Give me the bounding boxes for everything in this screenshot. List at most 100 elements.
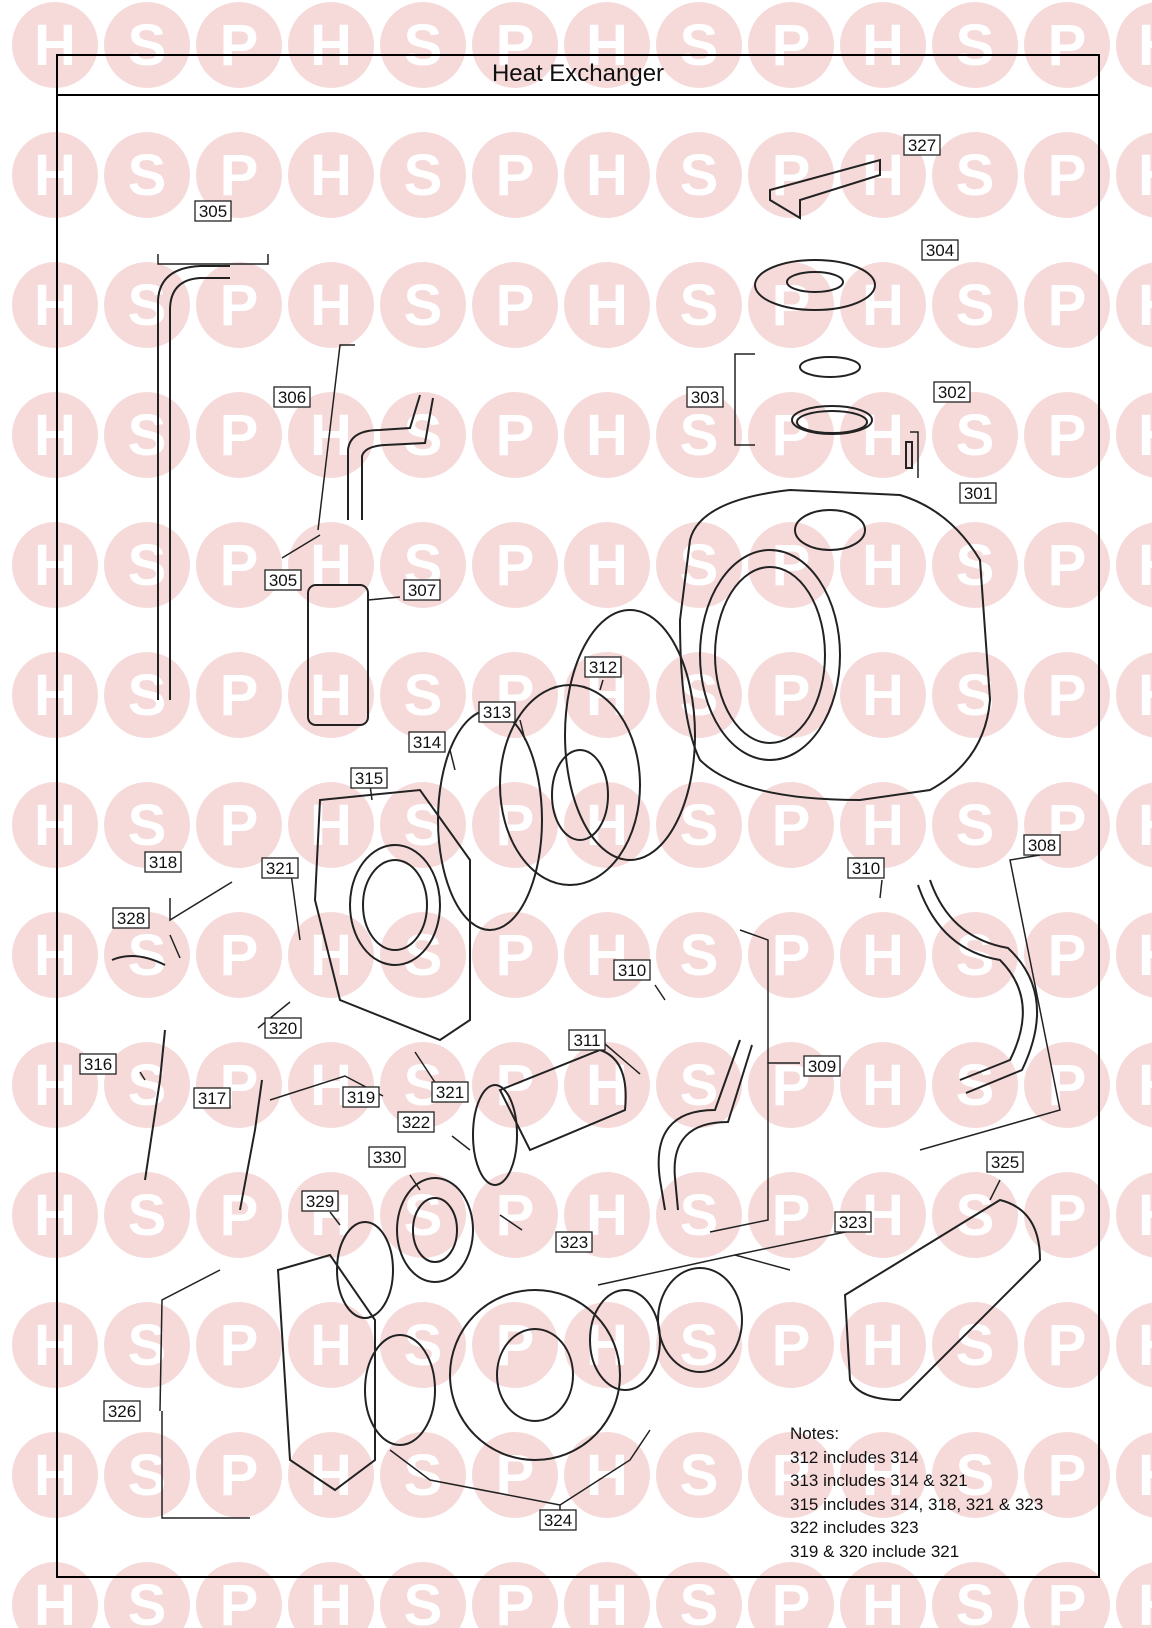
callout-329: 329	[301, 1190, 339, 1212]
watermark-circle	[472, 2, 558, 88]
callout-number: 305	[269, 571, 297, 590]
watermark-letter: H	[586, 1183, 628, 1248]
watermark-circle	[104, 652, 190, 738]
watermark-circle	[748, 522, 834, 608]
watermark-letter: P	[496, 533, 535, 598]
watermark-letter: P	[220, 1183, 259, 1248]
watermark-circle	[104, 1432, 190, 1518]
watermark-circle	[196, 782, 282, 868]
watermark-circle	[748, 912, 834, 998]
watermark-letter: P	[1048, 13, 1087, 78]
watermark-circle	[564, 262, 650, 348]
watermark-circle	[1116, 522, 1152, 608]
watermark-circle	[104, 912, 190, 998]
watermark-letter: P	[220, 1573, 259, 1628]
watermark-circle	[1116, 912, 1152, 998]
leader-lines	[139, 254, 1061, 1522]
watermark-letter: S	[404, 273, 443, 338]
part-313-insulation	[499, 684, 641, 886]
watermark-letter: S	[404, 1183, 443, 1248]
watermark-circle	[288, 262, 374, 348]
part-323-gasket	[472, 1084, 518, 1186]
callout-310: 310	[613, 959, 651, 981]
watermark-circle	[104, 392, 190, 478]
watermark-letter: H	[862, 1053, 904, 1118]
watermark-letter: P	[772, 1313, 811, 1378]
watermark-letter: S	[956, 273, 995, 338]
watermark-letter: S	[680, 923, 719, 988]
watermark-letter: P	[772, 403, 811, 468]
callout-301: 301	[959, 482, 997, 504]
watermark-letter: S	[128, 1313, 167, 1378]
watermark-letter: S	[680, 403, 719, 468]
watermark-circle	[380, 2, 466, 88]
part-316-electrode	[144, 1029, 166, 1181]
watermark-circle	[104, 1172, 190, 1258]
callout-302: 302	[933, 381, 971, 403]
notes-line: 315 includes 314, 318, 321 & 323	[790, 1494, 1044, 1514]
watermark-circle	[12, 262, 98, 348]
watermark-letter: H	[862, 923, 904, 988]
watermark-circle	[564, 522, 650, 608]
callout-number: 311	[573, 1031, 600, 1050]
callout-box	[568, 1029, 606, 1051]
watermark-circle	[932, 2, 1018, 88]
watermark-letter: S	[404, 793, 443, 858]
watermark-circle	[472, 782, 558, 868]
watermark-letter: S	[404, 923, 443, 988]
watermark-circle	[1024, 392, 1110, 478]
watermark-circle	[288, 912, 374, 998]
watermark-circle	[12, 1042, 98, 1128]
callout-number: 315	[355, 769, 383, 788]
watermark-letter: P	[496, 1053, 535, 1118]
callout-number: 308	[1028, 836, 1056, 855]
callout-327: 327	[903, 134, 941, 156]
watermark-letter: S	[680, 143, 719, 208]
watermark-circle	[1024, 1302, 1110, 1388]
watermark-circle	[1116, 1432, 1152, 1518]
watermark-circle	[472, 1562, 558, 1628]
callout-316: 316	[79, 1053, 117, 1075]
callout-number: 303	[691, 388, 719, 407]
callout-box	[431, 1081, 469, 1103]
watermark-circle	[380, 262, 466, 348]
watermark-letter: H	[1138, 793, 1152, 858]
watermark-circle	[564, 782, 650, 868]
watermark-circle	[656, 1042, 742, 1128]
watermark-letter: P	[1048, 533, 1087, 598]
callout-324: 324	[539, 1509, 577, 1531]
watermark-circle	[748, 2, 834, 88]
callout-number: 328	[117, 909, 145, 928]
callout-box	[847, 857, 885, 879]
watermark-letter: S	[404, 143, 443, 208]
watermark-circle	[472, 132, 558, 218]
watermark-letter: S	[128, 793, 167, 858]
watermark-circle	[932, 1042, 1018, 1128]
watermark-circle	[932, 782, 1018, 868]
watermark-circle	[196, 392, 282, 478]
callout-number: 329	[306, 1192, 334, 1211]
watermark-letter: P	[1048, 1443, 1087, 1508]
callout-box	[834, 1211, 872, 1233]
watermark-letter: H	[1138, 13, 1152, 78]
callout-323: 323	[555, 1231, 593, 1253]
callout-box	[613, 959, 651, 981]
watermark-letter: S	[404, 13, 443, 78]
watermark-letter: P	[220, 273, 259, 338]
callout-number: 301	[964, 484, 992, 503]
watermark-circle	[196, 652, 282, 738]
watermark-letter: P	[220, 143, 259, 208]
watermark-circle	[656, 522, 742, 608]
watermark-circle	[196, 1302, 282, 1388]
callout-box	[264, 569, 302, 591]
watermark-circle	[288, 1302, 374, 1388]
watermark-letter: S	[128, 403, 167, 468]
watermark-letter: S	[128, 1573, 167, 1628]
watermark-letter: P	[1048, 143, 1087, 208]
watermark-circle	[748, 782, 834, 868]
watermark-circle	[656, 392, 742, 478]
callout-325: 325	[986, 1151, 1024, 1173]
notes-block: Notes: 312 includes 314 313 includes 314…	[790, 1422, 1043, 1563]
watermark-circle	[104, 522, 190, 608]
